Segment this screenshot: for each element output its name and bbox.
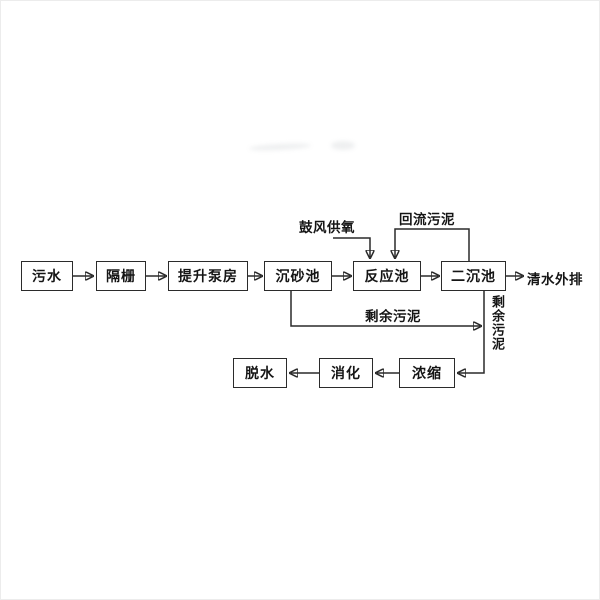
return-sludge-label: 回流污泥	[399, 212, 455, 227]
blast-oxygen-label: 鼓风供氧	[299, 220, 355, 235]
process-box-thickening: 浓缩	[399, 358, 455, 388]
line-blast-oxygen	[333, 237, 370, 257]
process-box-lift-pump-house: 提升泵房	[168, 261, 248, 291]
process-box-digestion: 消化	[319, 358, 373, 388]
process-box-secondary-clarifier: 二沉池	[441, 261, 506, 291]
excess-sludge-label-horizontal: 剩余污泥	[365, 309, 421, 324]
process-box-bar-screen: 隔栅	[96, 261, 146, 291]
line-grit-excess-sludge	[290, 291, 480, 326]
process-box-dewatering: 脱水	[233, 358, 287, 388]
excess-sludge-label-vertical: 剩余污泥	[490, 295, 505, 351]
outlet-label: 清水外排	[527, 272, 583, 287]
process-box-reaction-tank: 反应池	[353, 261, 421, 291]
line-return-sludge	[395, 228, 470, 261]
process-box-grit-chamber: 沉砂池	[264, 261, 332, 291]
process-box-sewage: 污水	[21, 261, 73, 291]
smudge-mark	[331, 141, 355, 150]
line-clarifier-excess-sludge	[459, 291, 485, 373]
